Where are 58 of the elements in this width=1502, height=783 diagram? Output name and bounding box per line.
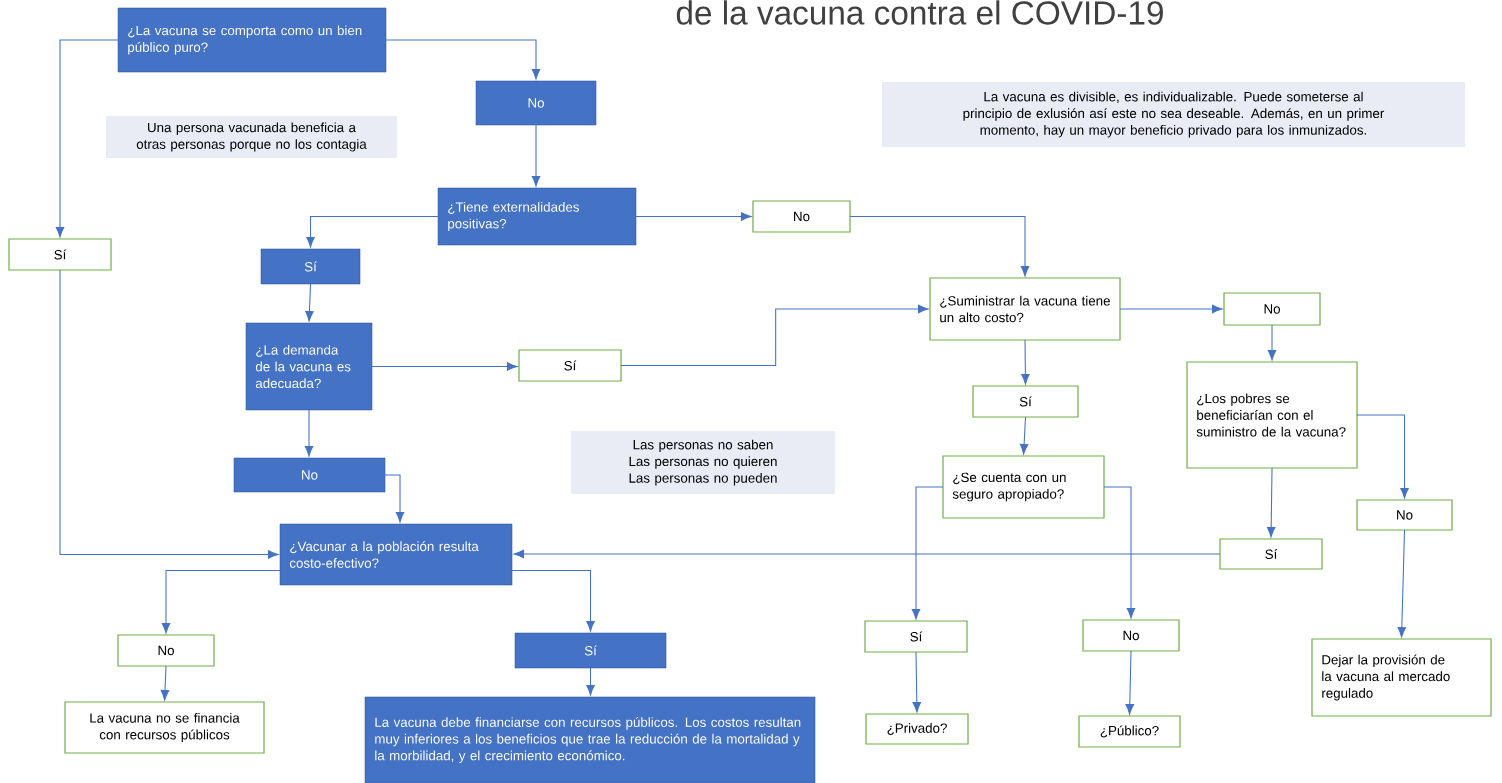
title: de la vacuna contra el COVID-19: [676, 0, 1163, 25]
arrow: [1356, 414, 1409, 499]
arrow: [1125, 650, 1135, 715]
arrow: [1119, 304, 1223, 314]
arrow: [1267, 324, 1277, 361]
answer-box: No: [1223, 292, 1321, 326]
arrow: [371, 362, 518, 371]
decision-box: ¿Vacunar a la población resulta costo-efectivo?: [279, 523, 513, 586]
arrow: [511, 569, 595, 632]
arrow: [1021, 339, 1030, 385]
arrow: [911, 486, 944, 620]
decision-box: No: [475, 80, 597, 126]
arrow: [385, 39, 541, 80]
answer-box: ¿Privado?: [865, 713, 969, 745]
arrow: [160, 665, 170, 701]
decision-box: Sí: [260, 248, 361, 285]
arrow: [1266, 467, 1276, 538]
decision-box: ¿La demanda de la vacuna es adecuada?: [245, 322, 373, 411]
arrow: [384, 474, 405, 523]
arrow: [1397, 529, 1407, 638]
answer-box: No: [117, 634, 215, 667]
arrow: [531, 124, 541, 187]
answer-box: No: [752, 200, 851, 233]
answer-box: No: [1356, 499, 1453, 531]
arrow: [586, 667, 595, 696]
answer-box: No: [1082, 619, 1180, 652]
decision-box: ¿La vacuna se comporta como un bien público puro?: [117, 7, 387, 73]
answer-box: Sí: [518, 349, 622, 382]
answer-box: ¿Los pobres se beneficiarían con el suministro de la vacuna?: [1186, 361, 1358, 469]
decision-box: Sí: [514, 632, 667, 669]
arrow: [912, 651, 922, 713]
note-box: La vacuna es divisible, es individualizable. Puede someterse al principio de exlusión así este no sea deseable. Además, en un primer momento, hay un mayor beneficio privado para los inmunizados.: [882, 82, 1465, 147]
decision-box: ¿Tiene externalidades positivas?: [437, 187, 637, 246]
answer-box: Dejar la provisión de la vacuna al mercado regulado: [1311, 638, 1492, 717]
arrow: [306, 216, 439, 248]
arrow: [59, 269, 279, 559]
answer-box: La vacuna no se financia con recursos públicos: [64, 701, 265, 754]
answer-box: Sí: [1219, 538, 1323, 570]
answer-box: Sí: [864, 620, 968, 653]
arrow: [620, 304, 929, 367]
arrow: [1019, 416, 1029, 455]
decision-box: No: [233, 457, 386, 493]
arrow: [1103, 486, 1136, 619]
note-box: Una persona vacunada beneficia a otras personas porque no los contagia: [106, 116, 397, 158]
answer-box: ¿Se cuenta con un seguro apropiado?: [942, 455, 1105, 519]
arrow: [161, 569, 281, 634]
note-box: Las personas no saben Las personas no quieren Las personas no pueden: [571, 431, 835, 494]
decision-box: La vacuna debe financiarse con recursos públicos. Los costos resultan muy inferiores a los beneficios que trae la reducción de la mortalidad y la morbilidad, y el crecimiento económico.: [364, 696, 816, 783]
arrow: [55, 39, 119, 238]
arrow: [635, 212, 752, 221]
answer-box: Sí: [972, 385, 1079, 418]
answer-box: ¿Público?: [1078, 715, 1181, 748]
arrow: [304, 409, 314, 457]
arrow: [305, 283, 314, 322]
arrow: [513, 549, 1221, 559]
arrow: [849, 216, 1030, 277]
answer-box: ¿Suministrar la vacuna tiene un alto costo?: [929, 277, 1121, 341]
answer-box: Sí: [8, 238, 112, 271]
